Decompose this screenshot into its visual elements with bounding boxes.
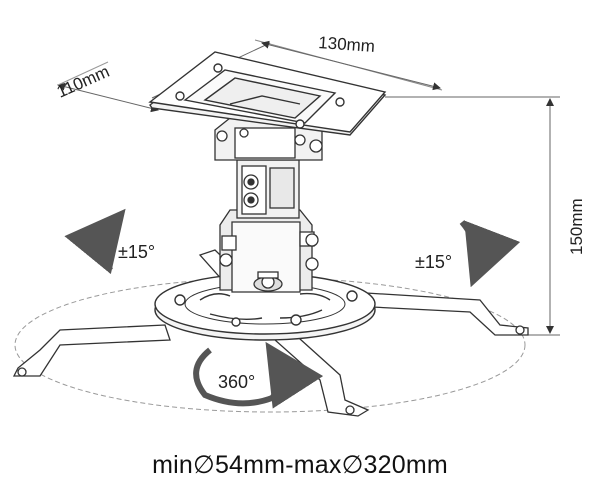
dim-top-width: 130mm — [318, 33, 376, 56]
dim-top-depth: 110mm — [54, 62, 112, 102]
rotation-arrows — [64, 208, 521, 409]
tilt-left-label: ±15° — [118, 242, 155, 262]
ceiling-plate — [148, 51, 387, 136]
tilt-bracket — [219, 209, 319, 293]
dim-height: 150mm — [567, 198, 586, 255]
mount-range-caption: min∅54mm-max∅320mm — [152, 451, 448, 479]
tilt-left-arrow — [64, 208, 126, 275]
base-plate — [154, 273, 376, 341]
upper-joint — [214, 117, 323, 161]
extension-column — [236, 159, 300, 219]
swivel-arrow — [193, 341, 324, 409]
tilt-right-arrow — [459, 220, 521, 288]
tilt-right-label: ±15° — [415, 252, 452, 272]
swivel-label: 360° — [218, 372, 255, 392]
